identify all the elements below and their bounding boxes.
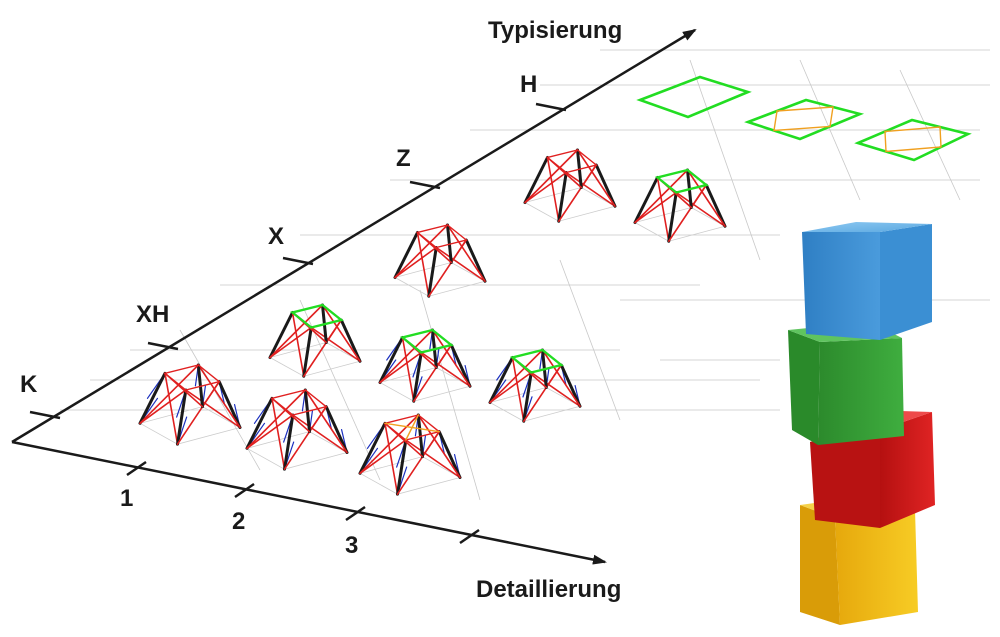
truss-xh-1 [270,305,360,376]
tile-h-1 [640,77,748,117]
truss-xh-3 [490,350,580,421]
tile-h-2 [748,100,860,139]
green-block [788,322,904,445]
tick-label-3: 3 [345,532,358,559]
tile-h-3 [858,120,968,160]
tick-label-x: X [268,223,284,250]
detaillierung-axis [12,442,605,562]
truss-xh-2 [380,330,470,401]
tick-label-xh: XH [136,301,169,328]
axes [12,30,695,562]
tick-label-2: 2 [232,508,245,535]
stacked-blocks-icon [788,222,935,625]
typisierung-axis-title: Typisierung [488,17,622,44]
truss-k-1 [140,365,240,444]
tick-label-h: H [520,71,537,98]
truss-k-2 [247,390,347,469]
truss-z-1 [525,150,615,221]
detaillierung-axis-title: Detaillierung [476,576,621,603]
truss-x-1 [395,225,485,296]
tick-label-1: 1 [120,485,133,512]
tick-label-z: Z [396,145,411,172]
truss-z-2 [635,170,725,241]
truss-k-3 [360,415,460,494]
blue-block [802,222,932,340]
tick-label-k: K [20,371,38,398]
